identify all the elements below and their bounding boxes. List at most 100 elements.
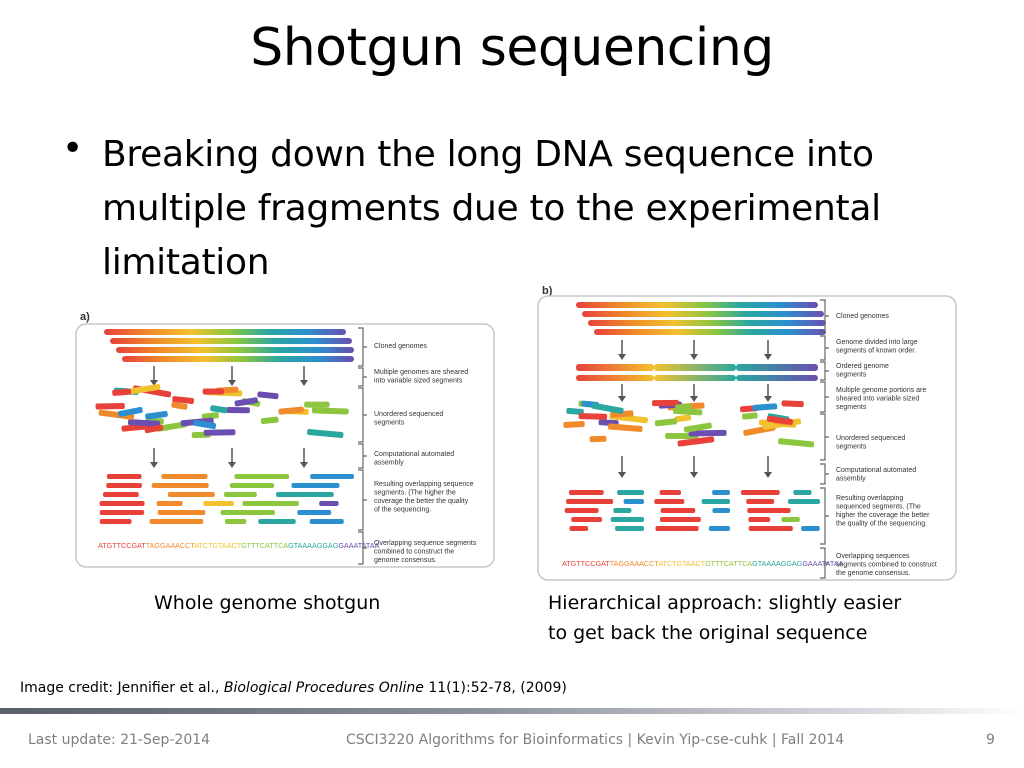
dna-fragment — [117, 407, 143, 417]
step-label-line: of the sequencing. — [374, 507, 431, 514]
dna-fragment — [304, 401, 330, 408]
step-label-line: sheared into variable sized — [836, 396, 919, 403]
assembled-segments — [99, 474, 354, 524]
dna-fragment — [127, 419, 161, 427]
assembled-segment — [156, 501, 183, 506]
assembled-segment — [99, 519, 132, 524]
step-label-line: the quality of the sequencing. — [836, 521, 927, 528]
step-label-line: Resulting overlapping sequence — [374, 481, 474, 488]
credit-prefix: Image credit: Jennifier et al., — [20, 680, 224, 696]
assembled-segment — [564, 508, 599, 513]
dna-fragment — [202, 388, 224, 395]
assembled-segment — [659, 517, 701, 522]
assembled-segment — [106, 483, 142, 488]
assembled-segment — [660, 508, 696, 513]
step-label-line: into variable sized segments — [374, 378, 463, 385]
dna-fragment — [210, 405, 228, 414]
step-label-line: segments — [374, 420, 405, 427]
assembled-segment — [617, 490, 644, 495]
assembled-segment — [708, 526, 730, 531]
assembled-segment — [712, 490, 730, 495]
step-label-line: Overlapping sequence segments — [374, 540, 477, 547]
caption-whole-genome-shotgun: Whole genome shotgun — [154, 592, 381, 614]
step-label-line: segments — [836, 372, 867, 379]
process-arrows — [150, 366, 308, 468]
assembled-segment — [793, 490, 812, 495]
assembled-segment — [167, 492, 215, 497]
image-credit: Image credit: Jennifier et al., Biologic… — [20, 680, 567, 696]
dna-fragment — [307, 428, 344, 439]
dna-fragment — [257, 391, 279, 400]
dna-fragment — [98, 409, 135, 420]
ordered-segments — [576, 364, 818, 381]
assembled-segment — [748, 517, 771, 522]
figure-whole-genome-shotgun: a) ATGTTCCGATTAGGAAACCTATCTGTAACTGTTTCAT… — [74, 308, 498, 576]
step-label-line: Resulting overlapping — [836, 495, 903, 502]
assembled-segment — [746, 499, 775, 504]
assembled-segment — [149, 519, 204, 524]
step-label-line: higher the coverage the better — [836, 512, 930, 519]
dna-fragment — [607, 423, 643, 432]
assembled-segment — [309, 519, 344, 524]
assembled-segment — [310, 474, 354, 479]
figure-a-frame — [75, 323, 495, 568]
assembled-segment — [258, 519, 296, 524]
footer-page-number: 9 — [986, 732, 995, 748]
dna-fragment — [566, 407, 584, 415]
step-label-line: assembly — [374, 460, 404, 467]
cloned-genomes-b — [576, 302, 826, 335]
dna-fragment — [591, 402, 624, 414]
step-label-line: Genome divided into large — [836, 339, 918, 346]
consensus-sequence-b: ATGTTCCGATTAGGAAACCTATCTGTAACTGTTTCATTCA… — [562, 559, 844, 568]
figure-b-label: b) — [542, 285, 553, 297]
step-label-line: combined to construct the — [374, 549, 454, 556]
dna-fragment — [172, 396, 194, 405]
cloned-genomes — [104, 329, 354, 362]
dna-fragment — [652, 399, 679, 407]
step-label-line: Multiple genomes are sheared — [374, 369, 468, 376]
assembled-segment — [712, 508, 730, 513]
assembled-segment — [571, 517, 603, 522]
step-label-line: the genome consensus. — [836, 570, 910, 577]
assembled-segment — [106, 474, 142, 479]
assembled-segment — [103, 492, 139, 497]
step-label-line: genome consensus. — [374, 557, 437, 564]
caption-b-line-1: Hierarchical approach: slightly easier — [548, 592, 902, 614]
assembled-segment — [229, 483, 275, 488]
step-label-line: coverage the better the quality — [374, 498, 469, 505]
dna-fragment — [193, 419, 217, 430]
sheared-fragments-b — [563, 399, 815, 448]
assembled-segment — [747, 508, 791, 513]
dna-fragment — [675, 403, 692, 411]
dna-fragment — [578, 413, 608, 420]
dna-fragment — [203, 429, 236, 436]
assembled-segment — [297, 510, 332, 515]
assembled-segment — [610, 517, 644, 522]
assembled-segment — [99, 510, 145, 515]
assembled-segment — [781, 517, 800, 522]
caption-b-line-2: to get back the original sequence — [548, 622, 868, 644]
dna-fragment — [311, 407, 349, 415]
step-label-line: segments. (The higher the — [374, 490, 456, 497]
caption-hierarchical-approach: Hierarchical approach: slightly easier t… — [548, 588, 968, 648]
assembled-segment — [242, 501, 299, 506]
assembled-segment — [701, 499, 730, 504]
assembled-segment — [203, 501, 234, 506]
dna-fragment — [766, 415, 793, 425]
step-label-line: assembly — [836, 476, 866, 483]
credit-suffix: 11(1):52-78, (2009) — [423, 680, 567, 696]
step-label-line: segments — [836, 404, 867, 411]
dna-fragment — [226, 406, 250, 414]
bullet-text: Breaking down the long DNA sequence into… — [102, 134, 881, 283]
step-label-line: Unordered sequenced — [374, 411, 443, 418]
assembled-segments-b — [564, 490, 820, 531]
assembled-segment — [276, 492, 334, 497]
dna-fragment — [563, 420, 585, 428]
step-label-line: Cloned genomes — [836, 313, 889, 320]
assembled-segment — [568, 490, 604, 495]
dna-fragment — [654, 418, 677, 427]
assembled-segment — [220, 510, 275, 515]
assembled-segment — [613, 508, 632, 513]
diagram-b: b) ATGTTCCGATTAGGAAACCTATCTGTAACTGTTTCAT… — [537, 285, 957, 581]
